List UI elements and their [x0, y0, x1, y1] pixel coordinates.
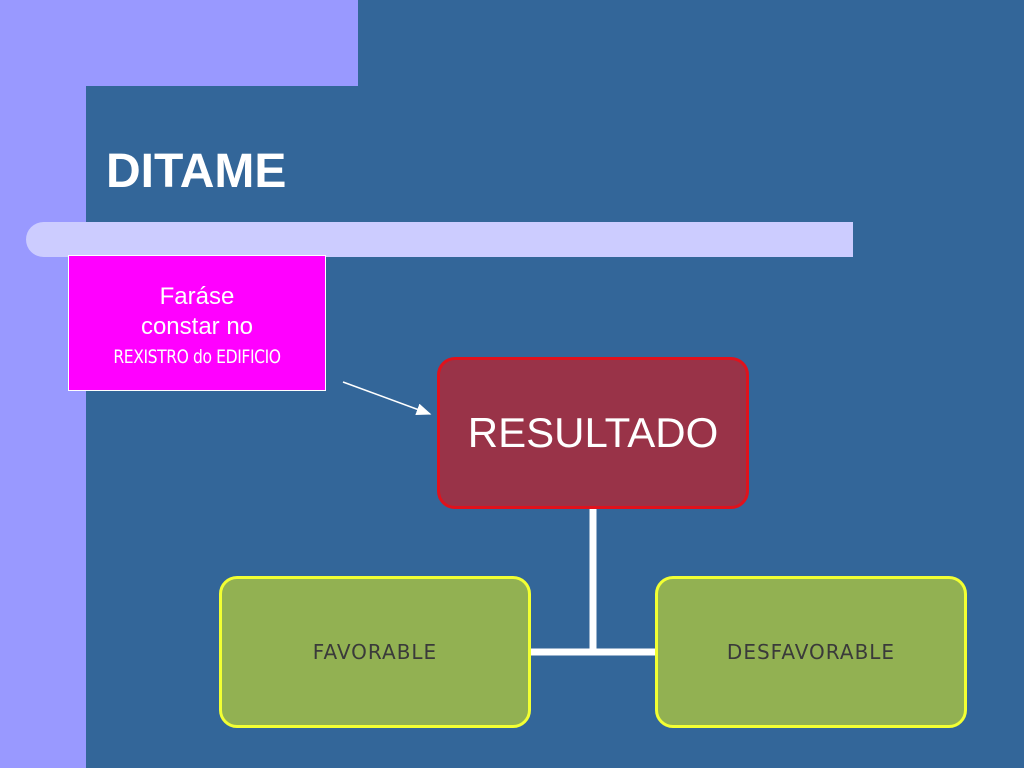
title-underline-bar	[26, 222, 853, 257]
child-node-desfavorable: DESFAVORABLE	[655, 576, 967, 728]
root-node-resultado: RESULTADO	[437, 357, 749, 509]
slide-title: DITAME	[106, 145, 287, 198]
child-node-favorable: FAVORABLE	[219, 576, 531, 728]
note-line-1: Faráse	[159, 283, 235, 310]
note-line-2: constar no	[140, 313, 254, 340]
note-line-3: REXISTRO do EDIFICIO	[113, 346, 281, 368]
note-box: Faráse constar no REXISTRO do EDIFICIO	[68, 255, 326, 391]
note-arrow	[342, 381, 432, 415]
top-accent-block	[86, 0, 358, 86]
